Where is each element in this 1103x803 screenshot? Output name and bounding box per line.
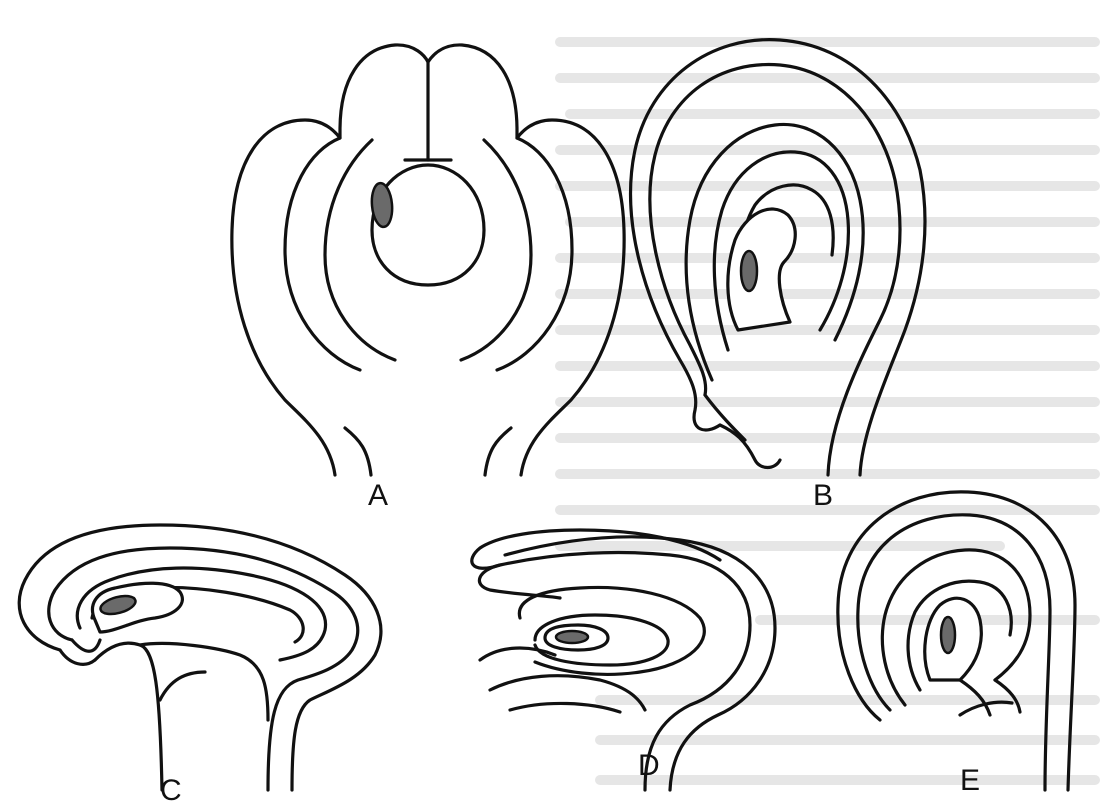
label-b: B [813,479,833,512]
label-d: D [638,749,660,782]
ovule-a-orthotropous: A [232,45,624,512]
label-c: C [160,774,182,803]
ovule-d-amphitropous: D [472,530,775,790]
label-e: E [960,764,980,797]
label-a: A [368,479,388,512]
ovule-b-anatropous: B [631,40,925,512]
ovule-e-ovule: E [838,492,1075,797]
ovule-c-campylotropous: C [19,525,381,803]
